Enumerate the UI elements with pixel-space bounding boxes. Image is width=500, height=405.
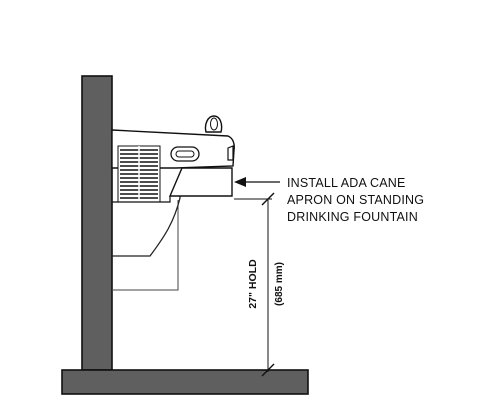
dimension-metric: (685 mm) <box>274 262 285 306</box>
callout-line-2: APRON ON STANDING <box>287 193 424 207</box>
dimension-label: 27" HOLD <box>247 259 259 309</box>
wall <box>81 75 113 371</box>
control-slot <box>170 146 200 162</box>
cane-apron <box>112 200 179 291</box>
floor <box>61 369 309 395</box>
dimension-line <box>234 192 275 377</box>
grille <box>117 145 161 203</box>
bubbler-spout <box>204 115 223 133</box>
drinking-fountain <box>111 115 235 203</box>
dimension-label-group: 27" HOLD (685 mm) <box>247 259 285 309</box>
callout-leader <box>234 177 280 187</box>
callout-line-1: INSTALL ADA CANE <box>287 176 406 190</box>
push-button <box>227 145 234 161</box>
front-apron-panel <box>168 167 233 197</box>
callout-line-3: DRINKING FOUNTAIN <box>287 210 418 224</box>
fountain-bowl <box>112 196 181 257</box>
